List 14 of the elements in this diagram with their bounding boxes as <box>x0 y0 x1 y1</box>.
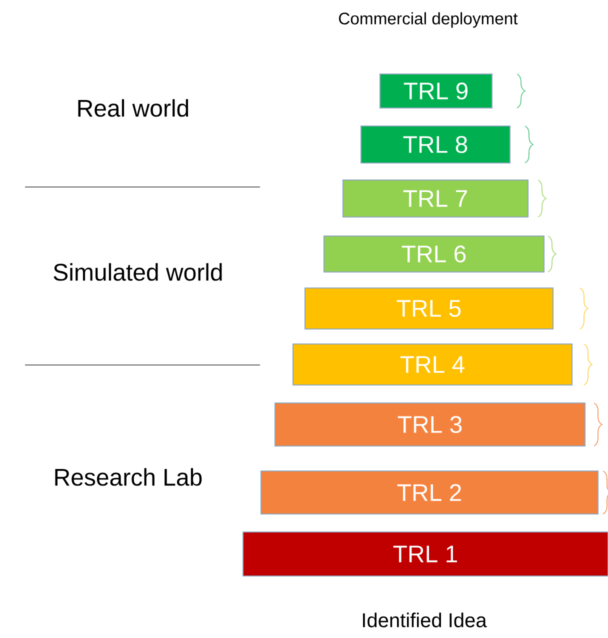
level-box: TRL 8 <box>360 125 511 164</box>
label: Identified Idea <box>363 612 487 628</box>
label: Real world <box>78 99 188 117</box>
level-box: TRL 7 <box>342 179 529 218</box>
label: Research Lab <box>55 468 202 486</box>
level-box: TRL 9 <box>379 73 493 109</box>
level-box: TRL 4 <box>292 343 573 386</box>
level-box: TRL 2 <box>260 470 599 515</box>
level-box: TRL 6 <box>323 235 545 273</box>
level-box: TRL 1 <box>242 531 608 577</box>
level-box: TRL 5 <box>304 287 554 330</box>
label: Commercial deployment <box>339 12 518 28</box>
label: Simulated world <box>54 263 222 281</box>
level-box: TRL 3 <box>274 402 586 447</box>
